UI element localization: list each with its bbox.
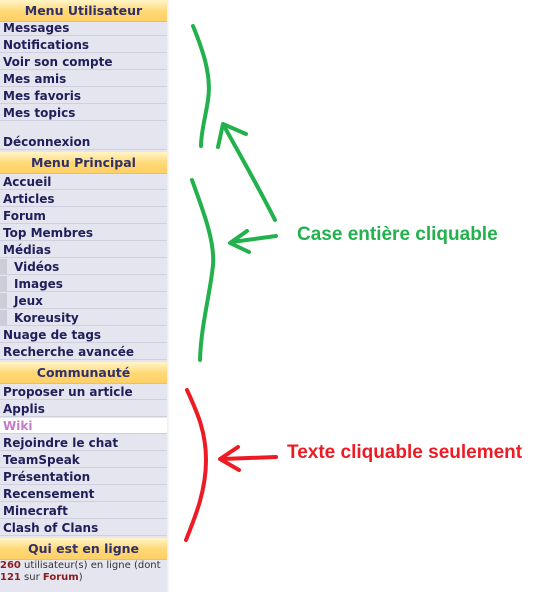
menu-item-submit-article[interactable]: Proposer un article — [0, 384, 167, 400]
menu-item-home[interactable]: Accueil — [0, 174, 167, 190]
menu-subitem-koreusity[interactable]: Koreusity — [0, 310, 167, 326]
menu-item-wiki[interactable]: Wiki — [0, 418, 167, 434]
red-brace — [184, 388, 208, 542]
menu-subitem-games[interactable]: Jeux — [0, 293, 167, 309]
annotation-label-text-only-clickable: Texte cliquable seulement — [287, 442, 523, 463]
menu-subitem-images[interactable]: Images — [0, 276, 167, 292]
menu-item-join-chat[interactable]: Rejoindre le chat — [0, 435, 167, 451]
menu-item-advanced-search[interactable]: Recherche avancée — [0, 344, 167, 360]
online-count-suffix: utilisateur(s) en ligne (dont — [20, 560, 161, 571]
red-arrowhead — [218, 445, 241, 472]
menu-item-messages[interactable]: Messages — [0, 20, 167, 36]
menu-subitem-videos[interactable]: Vidéos — [0, 259, 167, 275]
menu-item-minecraft[interactable]: Minecraft — [0, 503, 167, 519]
section-header-user-menu: Menu Utilisateur — [0, 0, 167, 22]
green-arrowhead-lower — [228, 229, 251, 254]
sidebar-menu: Menu Utilisateur Messages Notifications … — [0, 0, 170, 592]
forum-online-mid: sur — [20, 572, 43, 583]
online-count: 260 — [0, 560, 21, 571]
green-arrow-upper — [222, 124, 277, 222]
red-arrow — [220, 455, 278, 461]
menu-item-tag-cloud[interactable]: Nuage de tags — [0, 327, 167, 343]
forum-online-count: 121 — [0, 572, 21, 583]
menu-item-teamspeak[interactable]: TeamSpeak — [0, 452, 167, 468]
forum-link[interactable]: Forum — [42, 572, 79, 583]
green-arrow-lower — [230, 234, 278, 244]
annotation-label-whole-box-clickable: Case entière cliquable — [297, 224, 498, 245]
menu-item-census[interactable]: Recensement — [0, 486, 167, 502]
menu-item-logout[interactable]: Déconnexion — [0, 134, 167, 150]
online-users-text: 260 utilisateur(s) en ligne (dont 121 su… — [0, 560, 170, 584]
menu-item-my-favorites[interactable]: Mes favoris — [0, 88, 167, 104]
green-brace-top — [191, 24, 211, 148]
section-header-who-is-online: Qui est en ligne — [0, 538, 167, 560]
green-arrowhead-upper — [216, 122, 248, 149]
menu-item-clash-of-clans[interactable]: Clash of Clans — [0, 520, 167, 536]
menu-item-top-members[interactable]: Top Membres — [0, 225, 167, 241]
forum-online-end: ) — [78, 572, 83, 583]
menu-item-presentation[interactable]: Présentation — [0, 469, 167, 485]
menu-item-notifications[interactable]: Notifications — [0, 37, 167, 53]
green-brace-middle — [190, 178, 216, 362]
section-header-main-menu: Menu Principal — [0, 152, 167, 174]
menu-item-my-topics[interactable]: Mes topics — [0, 105, 167, 121]
menu-item-media[interactable]: Médias — [0, 242, 167, 258]
menu-item-view-account[interactable]: Voir son compte — [0, 54, 167, 70]
menu-item-my-friends[interactable]: Mes amis — [0, 71, 167, 87]
menu-item-articles[interactable]: Articles — [0, 191, 167, 207]
menu-item-apps[interactable]: Applis — [0, 401, 167, 417]
section-header-community: Communauté — [0, 362, 167, 384]
menu-item-forum[interactable]: Forum — [0, 208, 167, 224]
